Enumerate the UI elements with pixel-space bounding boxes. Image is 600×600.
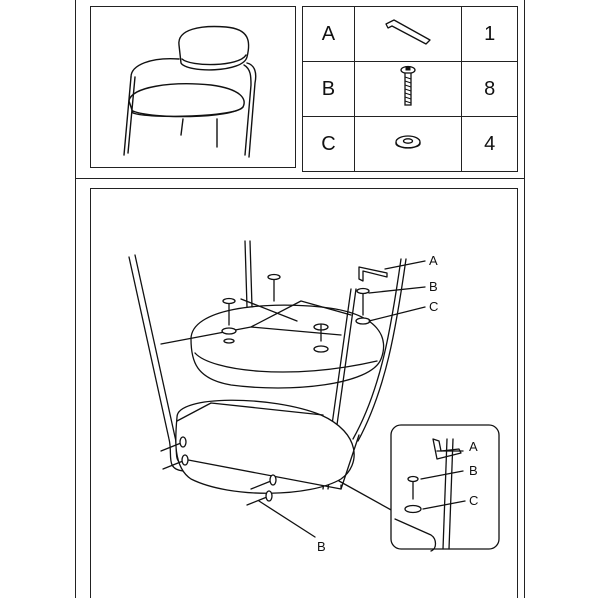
detail-callout-c: C [469, 493, 478, 508]
chair-preview-panel [90, 6, 296, 168]
washer-icon [353, 116, 463, 172]
part-letter: A [302, 6, 355, 62]
part-letter: C [302, 116, 355, 172]
allen-key-icon [353, 6, 463, 62]
chair-illustration [123, 25, 257, 158]
detail-callout-a: A [469, 439, 478, 454]
table-row: A 1 [302, 6, 518, 62]
table-row: C 4 [302, 116, 518, 172]
parts-table: A 1 B 8 C 4 [302, 6, 518, 172]
part-quantity: 8 [461, 61, 518, 117]
table-row: B 8 [302, 61, 518, 117]
part-letter: B [302, 61, 355, 117]
detail-callout-b: B [469, 463, 478, 478]
callout-c: C [429, 299, 438, 314]
page-frame [75, 0, 525, 598]
assembly-step-panel: A B C B A B C [90, 188, 518, 598]
callout-a: A [429, 253, 438, 268]
section-divider [75, 178, 525, 179]
callout-b: B [429, 279, 438, 294]
assembly-diagram: A B C B A B C [128, 240, 500, 554]
part-quantity: 1 [461, 6, 518, 62]
callout-b-bottom: B [317, 539, 326, 554]
bolt-icon [353, 61, 463, 117]
part-quantity: 4 [461, 116, 518, 172]
